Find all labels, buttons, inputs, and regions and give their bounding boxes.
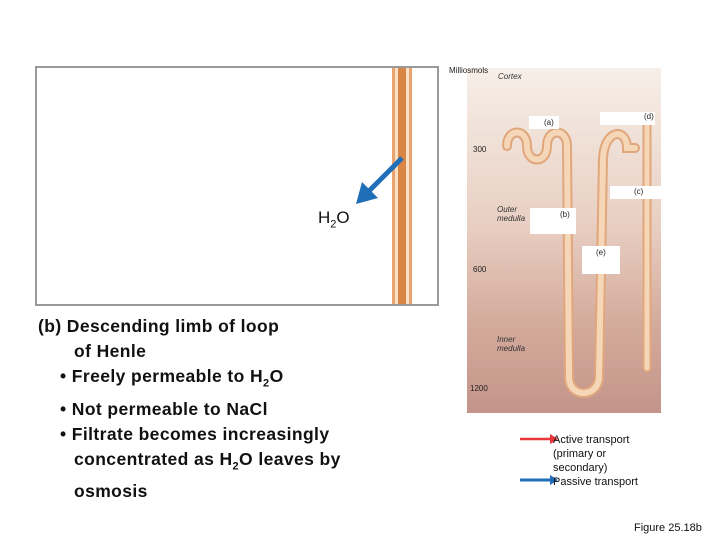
figure-reference: Figure 25.18b — [634, 522, 702, 534]
cortex-label: Cortex — [498, 72, 522, 81]
label-box-d — [600, 112, 655, 125]
legend-active-transport: Active transport (primary or secondary) — [553, 434, 630, 474]
label-box-b — [530, 208, 576, 234]
legend-arrows — [520, 434, 558, 485]
bullet-permeable-water: • Freely permeable to H2O — [60, 366, 284, 390]
bullet-filtrate: • Filtrate becomes increasingly — [60, 423, 330, 444]
legend: Active transport (primary or secondary) … — [553, 433, 663, 489]
label-c: (c) — [634, 187, 644, 196]
label-a: (a) — [544, 118, 554, 127]
descending-limb-tubule — [392, 68, 412, 304]
axis-title: Milliosmols — [449, 66, 489, 75]
inner-medulla-label: Inner medulla — [497, 335, 526, 353]
tick-300: 300 — [473, 145, 487, 154]
label-e: (e) — [596, 248, 606, 257]
bullet-filtrate-cont: concentrated as H2O leaves by — [74, 448, 341, 473]
label-box-e — [582, 246, 620, 274]
legend-passive-transport: Passive transport — [553, 476, 638, 488]
water-arrow-icon — [356, 156, 404, 204]
label-b: (b) — [560, 210, 570, 219]
label-d: (d) — [644, 112, 654, 121]
label-box-c — [610, 186, 662, 199]
h2o-label: H2O — [318, 208, 350, 231]
description-title-cont: of Henle — [74, 341, 147, 361]
tick-600: 600 — [473, 265, 487, 274]
label-box-a — [529, 116, 559, 129]
bullet-not-permeable-nacl: • Not permeable to NaCl — [60, 398, 268, 419]
outer-medulla-label: Outer medulla — [497, 205, 526, 223]
description-title: (b) Descending limb of loop — [38, 316, 280, 336]
description: (b) Descending limb of loop of Henle • F… — [38, 314, 438, 504]
tick-1200: 1200 — [470, 384, 488, 393]
bullet-filtrate-cont2: osmosis — [74, 481, 148, 501]
